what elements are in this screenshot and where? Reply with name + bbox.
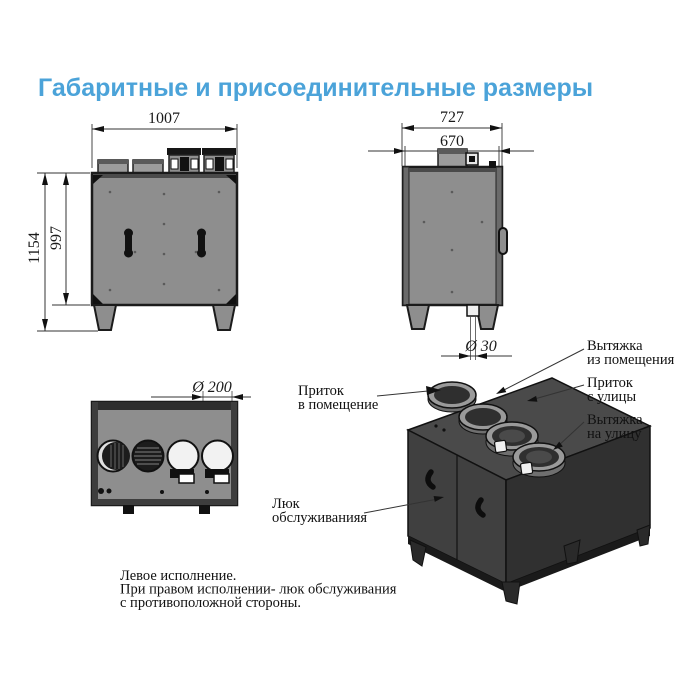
duct-port [166, 439, 200, 473]
label-exhaust-street-line2: на улицу [587, 426, 642, 442]
side-duct-collar [437, 148, 479, 169]
dim-arrow [232, 394, 243, 400]
top-body [90, 400, 239, 514]
dim-arrow [475, 353, 487, 359]
iso-labels: Приток в помещение Вытяжка из помещения … [272, 338, 675, 526]
label-service-hatch-line1: Люк [272, 496, 301, 512]
duct-fitting [170, 469, 195, 484]
collar-clamp [493, 439, 508, 454]
duct-port [201, 439, 234, 473]
duct-diameter-value: Ø 200 [191, 379, 232, 396]
dim-arrow [490, 125, 502, 131]
front-height-body-value: 997 [48, 226, 65, 250]
note-line3: с противоположной стороны. [120, 595, 301, 611]
label-exhaust-street-line1: Вытяжка [587, 412, 643, 428]
label-extract-room-line2: из помещения [587, 352, 675, 368]
iso-collar-intake [485, 421, 539, 457]
dim-arrow [63, 173, 69, 185]
dim-arrow [394, 148, 405, 154]
side-leg [405, 304, 431, 330]
iso-collar-exhaust [512, 442, 566, 478]
orientation-note: Левое исполнение. При правом исполнении-… [120, 568, 397, 611]
label-supply-room-line1: Приток [298, 383, 345, 399]
iso-leg [636, 524, 651, 547]
front-door-handle [124, 228, 133, 258]
iso-base-trim [408, 536, 506, 592]
label-service-hatch-line2: обслуживанияя [272, 510, 367, 526]
side-body [401, 161, 508, 330]
collar-clamp [519, 461, 534, 476]
side-depth-inner-value: 670 [440, 133, 464, 150]
front-leg [211, 304, 237, 331]
front-view: 1007 1154 997 [26, 110, 239, 332]
side-depth-outer-dimension: 727 [401, 109, 503, 166]
page-title: Габаритные и присоединительные размеры [38, 74, 593, 102]
leader-lines [363, 348, 585, 514]
dim-arrow [225, 126, 237, 132]
drain-stub [466, 304, 480, 317]
dim-arrow [459, 353, 471, 359]
top-view: Ø 200 [90, 379, 251, 514]
drain-dimension: Ø 30 [441, 316, 512, 360]
note-line2: При правом исполнении- люк обслуживания [120, 582, 397, 598]
screw-dot [442, 428, 446, 432]
screw-dot [434, 424, 438, 428]
top-view-foot [123, 505, 134, 514]
dim-arrow [92, 126, 104, 132]
dim-arrow [499, 148, 510, 154]
rivet-dots [108, 190, 221, 292]
iso-leg [563, 539, 581, 565]
iso-leg [501, 581, 521, 605]
side-view: 727 670 [368, 109, 534, 360]
dim-arrow [42, 173, 48, 185]
iso-collar-supply [427, 381, 477, 413]
label-intake-street-line1: Приток [587, 375, 634, 391]
front-width-dimension: 1007 [91, 110, 238, 168]
side-handle [498, 227, 508, 255]
label-intake-street-line2: с улицы [587, 389, 636, 405]
drain-diameter-value: Ø 30 [464, 338, 497, 355]
top-view-foot [199, 505, 210, 514]
label-extract-room-line1: Вытяжка [587, 338, 643, 354]
dim-arrow [192, 394, 203, 400]
front-door-handle [197, 228, 206, 258]
fan-port [96, 439, 130, 473]
front-height-dimensions: 1154 997 [26, 172, 98, 332]
iso-door-handle [425, 469, 436, 490]
dim-arrow [402, 125, 414, 131]
dim-arrow [42, 319, 48, 331]
iso-base-trim [506, 528, 650, 592]
label-supply-room-line2: в помещение [298, 397, 378, 413]
duct-fitting [205, 469, 230, 484]
front-leg [92, 304, 118, 331]
dim-arrow [63, 293, 69, 305]
iso-door-handle [475, 497, 486, 518]
side-depth-outer-value: 727 [440, 109, 464, 126]
note-line1: Левое исполнение. [120, 568, 236, 584]
front-height-total-value: 1154 [26, 232, 43, 263]
rivet-dots [422, 190, 484, 294]
iso-view: Приток в помещение Вытяжка из помещения … [272, 338, 675, 605]
cable-glands [98, 488, 209, 494]
front-body [90, 171, 239, 331]
iso-leg [409, 539, 427, 567]
grille-port [131, 439, 165, 473]
front-duct-collars [97, 148, 236, 175]
side-leg [474, 304, 500, 330]
front-width-value: 1007 [148, 110, 180, 127]
